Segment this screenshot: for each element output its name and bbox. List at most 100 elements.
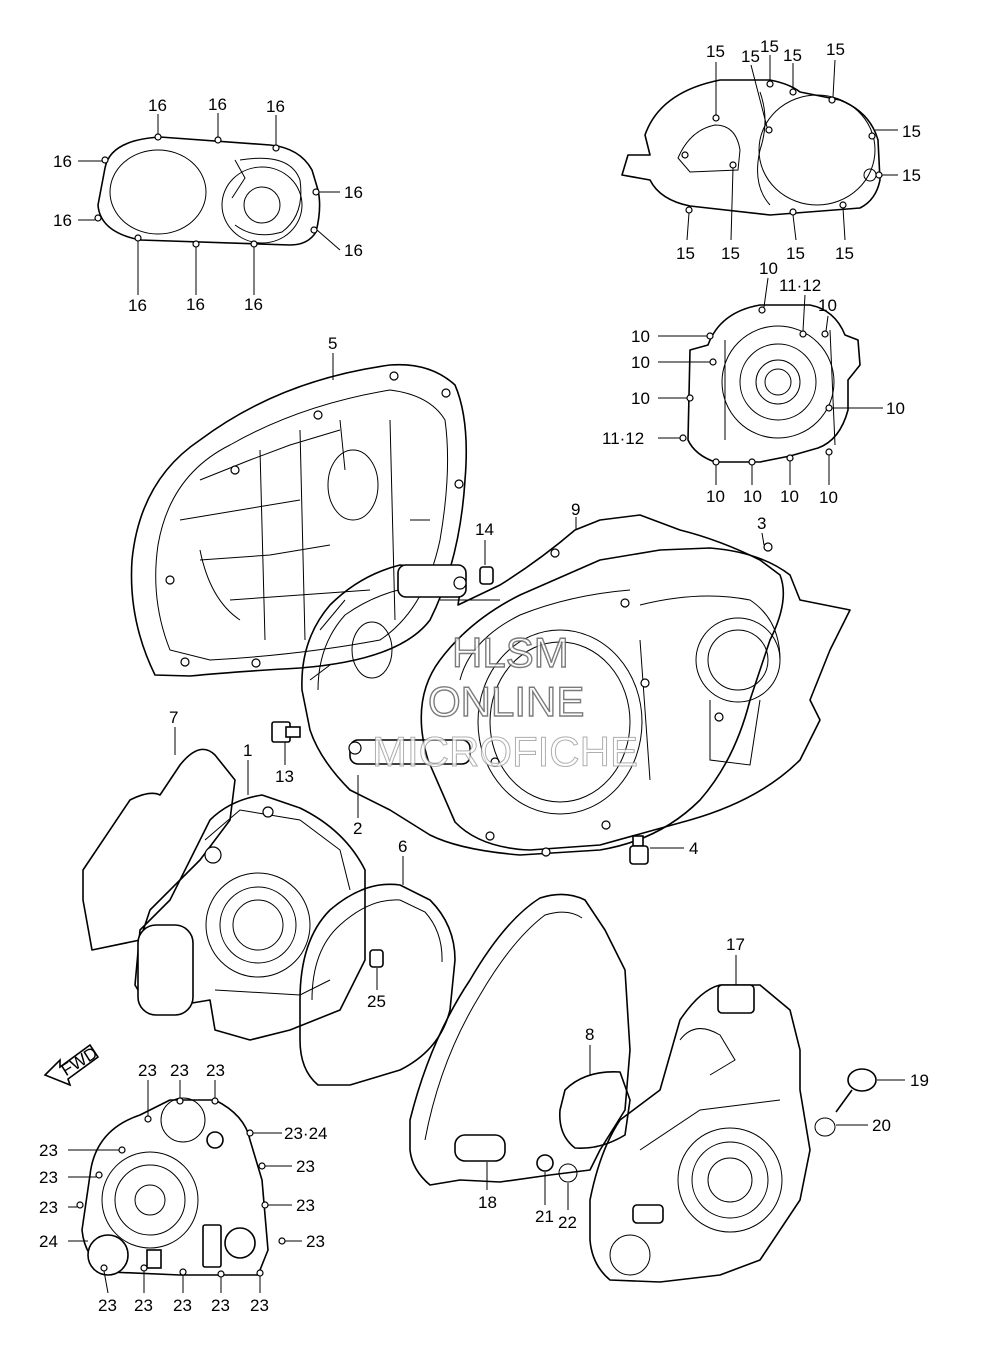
leaders-16 [78, 113, 341, 295]
plug-21 [536, 1154, 554, 1205]
label-23: 23 [138, 1061, 157, 1080]
label-16: 16 [344, 241, 363, 260]
label-23-24: 23·24 [284, 1124, 327, 1143]
label-10: 10 [743, 487, 762, 506]
bolts-3 [485, 542, 773, 857]
label-15: 15 [760, 37, 779, 56]
label-23: 23 [206, 1061, 225, 1080]
label-10: 10 [706, 487, 725, 506]
outer-cover-5 [130, 363, 468, 677]
crankcase-cover-1 [134, 794, 366, 1041]
label-16: 16 [128, 296, 147, 315]
dowel-25 [369, 949, 384, 990]
label-23: 23 [39, 1141, 58, 1160]
label-23: 23 [39, 1198, 58, 1217]
generator-cover-17 [589, 984, 811, 1283]
label-23: 23 [296, 1196, 315, 1215]
label-16: 16 [53, 211, 72, 230]
label-15: 15 [676, 244, 695, 263]
label-16: 16 [208, 95, 227, 114]
label-15: 15 [721, 244, 740, 263]
label-20: 20 [872, 1116, 891, 1135]
label-16: 16 [148, 96, 167, 115]
label-24: 24 [39, 1232, 58, 1251]
label-3: 3 [757, 514, 766, 533]
label-7: 7 [169, 708, 178, 727]
fwd-arrow-icon: FWD [43, 1043, 101, 1087]
label-14: 14 [475, 520, 494, 539]
label-23: 23 [134, 1296, 153, 1315]
label-23: 23 [306, 1232, 325, 1251]
label-16: 16 [53, 152, 72, 171]
label-2: 2 [353, 819, 362, 838]
label-15: 15 [902, 166, 921, 185]
gasket-7 [82, 748, 236, 951]
label-15: 15 [706, 42, 725, 61]
bolts-5 [165, 371, 464, 668]
gasket-15 [621, 79, 881, 216]
dowel-14 [479, 540, 494, 585]
label-4: 4 [689, 839, 698, 858]
cover-23 [81, 1097, 269, 1276]
label-15: 15 [835, 244, 854, 263]
label-1: 1 [243, 741, 252, 760]
label-15: 15 [786, 244, 805, 263]
clutch-cover-3 [420, 547, 851, 851]
label-10: 10 [631, 389, 650, 408]
gasket-18 [409, 893, 631, 1186]
watermark-line-3: MICROFICHE [372, 728, 638, 775]
magneto-cover-10 [687, 304, 861, 463]
label-16: 16 [244, 295, 263, 314]
o-ring-22 [558, 1163, 578, 1210]
dowel-pins-9 [348, 576, 467, 755]
label-23: 23 [296, 1157, 315, 1176]
watermark-line-2: ONLINE [428, 678, 584, 725]
label-21: 21 [535, 1207, 554, 1226]
watermark: HLSM ONLINE MICROFICHE [372, 628, 639, 775]
o-ring-20 [814, 1117, 868, 1137]
watermark-line-1: HLSM [452, 629, 569, 676]
bolts-15 [681, 80, 883, 216]
label-23: 23 [173, 1296, 192, 1315]
label-10: 10 [886, 399, 905, 418]
leaders-10 [658, 277, 883, 485]
label-10: 10 [819, 488, 838, 507]
label-15: 15 [902, 122, 921, 141]
leaders-15 [686, 55, 898, 241]
leader-3 [761, 532, 765, 546]
label-23: 23 [211, 1296, 230, 1315]
label-13: 13 [275, 767, 294, 786]
label-10: 10 [631, 353, 650, 372]
gasket-8 [558, 1071, 631, 1150]
label-15: 15 [741, 47, 760, 66]
label-10: 10 [631, 327, 650, 346]
label-6: 6 [398, 837, 407, 856]
label-15: 15 [826, 40, 845, 59]
bolt-13 [271, 721, 301, 765]
label-9: 9 [571, 500, 580, 519]
leaders-23 [68, 1080, 302, 1294]
label-23: 23 [250, 1296, 269, 1315]
label-16: 16 [266, 97, 285, 116]
label-18: 18 [478, 1193, 497, 1212]
label-11-12: 11·12 [602, 429, 644, 448]
label-23: 23 [98, 1296, 117, 1315]
label-15: 15 [783, 46, 802, 65]
label-5: 5 [328, 334, 337, 353]
label-10: 10 [818, 296, 837, 315]
plug-4 [629, 835, 684, 865]
label-10: 10 [780, 487, 799, 506]
gasket-16 [97, 136, 321, 246]
label-17: 17 [726, 935, 745, 954]
label-16: 16 [344, 183, 363, 202]
gasket-9 [301, 514, 785, 856]
label-25: 25 [367, 992, 386, 1011]
label-11-12: 11·12 [779, 276, 821, 295]
bolts-16 [94, 133, 320, 248]
dipstick-19 [835, 1068, 905, 1113]
label-23: 23 [170, 1061, 189, 1080]
label-19: 19 [910, 1071, 929, 1090]
fwd-badge-text: FWD [58, 1043, 101, 1080]
label-10: 10 [759, 259, 778, 278]
